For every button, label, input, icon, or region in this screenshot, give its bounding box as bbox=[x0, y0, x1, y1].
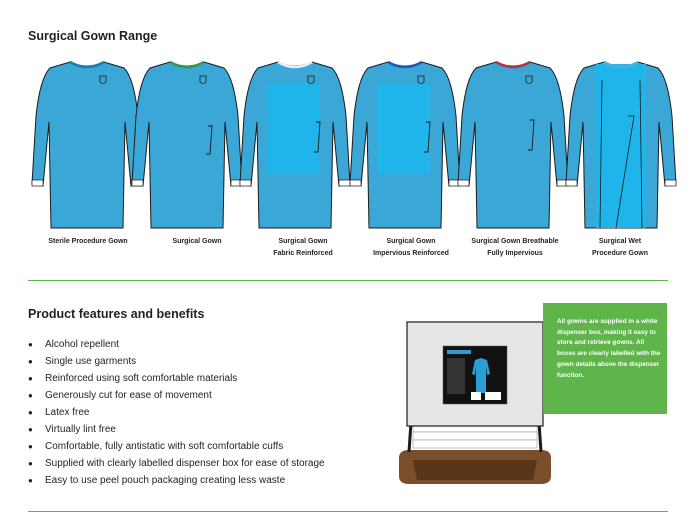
features-title: Product features and benefits bbox=[28, 307, 205, 321]
gown-fabric-reinforced bbox=[239, 60, 351, 229]
bullet-icon: ● bbox=[28, 391, 33, 400]
bullet-icon: ● bbox=[28, 340, 33, 349]
bullet-icon: ● bbox=[28, 425, 33, 434]
list-item: ●Reinforced using soft comfortable mater… bbox=[28, 370, 325, 387]
gown-breathable-fully-impervious bbox=[457, 60, 569, 229]
bullet-icon: ● bbox=[28, 459, 33, 468]
range-title: Surgical Gown Range bbox=[28, 29, 158, 43]
list-item: ●Alcohol repellent bbox=[28, 336, 325, 353]
features-list: ●Alcohol repellent ●Single use garments … bbox=[28, 336, 325, 489]
bullet-icon: ● bbox=[28, 374, 33, 383]
callout-text: All gowns are supplied in a white dispen… bbox=[557, 318, 661, 379]
callout-box: All gowns are supplied in a white dispen… bbox=[543, 303, 667, 414]
divider-top bbox=[28, 280, 668, 281]
gown-label-2: Surgical Gown bbox=[172, 238, 222, 245]
list-item: ●Latex free bbox=[28, 404, 325, 421]
list-item: ●Comfortable, fully antistatic with soft… bbox=[28, 438, 325, 455]
gown-impervious-reinforced bbox=[349, 60, 461, 229]
gown-surgical bbox=[131, 60, 243, 229]
bullet-icon: ● bbox=[28, 442, 33, 451]
bullet-icon: ● bbox=[28, 357, 33, 366]
divider-bottom bbox=[28, 511, 668, 512]
bullet-icon: ● bbox=[28, 408, 33, 417]
list-item: ●Generously cut for ease of movement bbox=[28, 387, 325, 404]
bullet-icon: ● bbox=[28, 476, 33, 485]
list-item: ●Easy to use peel pouch packaging creati… bbox=[28, 472, 325, 489]
list-item: ●Virtually lint free bbox=[28, 421, 325, 438]
gown-wet-procedure bbox=[565, 60, 677, 229]
gown-illustrations bbox=[31, 60, 677, 229]
dispenser-box-image bbox=[399, 321, 551, 484]
list-item: ●Single use garments bbox=[28, 353, 325, 370]
list-item: ●Supplied with clearly labelled dispense… bbox=[28, 455, 325, 472]
gown-sterile-procedure bbox=[31, 60, 143, 229]
gown-label-1: Sterile Procedure Gown bbox=[48, 238, 128, 245]
